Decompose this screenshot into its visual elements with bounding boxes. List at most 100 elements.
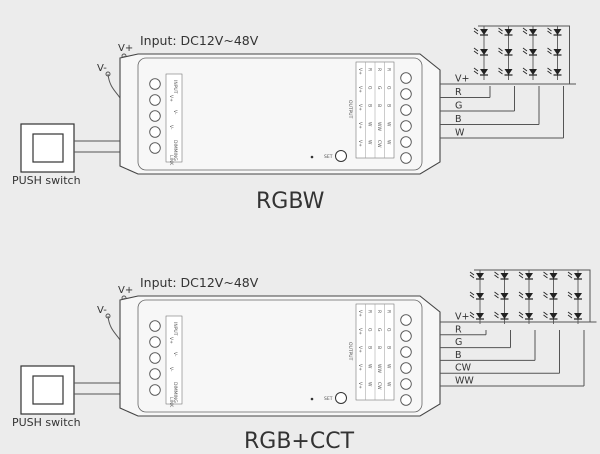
input-block-text: LINK (168, 155, 174, 166)
output-table-cell: V+ (357, 364, 363, 371)
output-table-cell: V+ (357, 68, 363, 75)
led-diode (529, 69, 537, 75)
output-terminal (400, 378, 412, 390)
led-diode (553, 49, 562, 55)
output-table-cell: B (367, 104, 373, 107)
input-voltage-label: Input: DC12V~48V (140, 33, 259, 48)
output-wire-label: G (455, 337, 462, 348)
output-table-cell: W (386, 364, 392, 369)
output-wire-label: B (455, 114, 462, 125)
output-table-cell: G (386, 86, 392, 90)
led-diode (529, 49, 537, 55)
led-diode (549, 293, 558, 299)
led-light-rays (473, 67, 479, 75)
input-voltage-label: Input: DC12V~48V (140, 275, 259, 290)
led-light-rays (547, 47, 552, 55)
output-terminal (400, 72, 412, 84)
led-light-rays (543, 291, 548, 299)
set-button-label: SET (324, 396, 333, 402)
led-light-rays (518, 271, 524, 279)
push-switch-frame (20, 365, 75, 415)
v-minus-terminal (105, 71, 111, 77)
output-wire-label: G (455, 101, 462, 112)
led-light-rays (547, 67, 552, 75)
output-table-cell: G (376, 328, 382, 332)
v-minus-terminal (105, 313, 111, 319)
input-terminal (149, 126, 161, 138)
led-light-rays (469, 271, 475, 279)
input-block-text: INPUT (172, 80, 178, 94)
v-plus-label: V+ (118, 43, 133, 54)
led-light-rays (473, 27, 479, 35)
input-block-text: V+ (168, 337, 174, 344)
led-diode (476, 293, 484, 299)
led-diode (525, 273, 533, 279)
output-table-cell: W (367, 122, 373, 127)
led-diode (476, 273, 484, 279)
led-light-rays (543, 271, 548, 279)
led-diode (504, 69, 513, 75)
led-light-rays (522, 67, 528, 75)
output-terminal (400, 152, 412, 164)
output-wire-label: WW (455, 376, 474, 387)
output-table-cell: WW (376, 122, 382, 131)
input-label-panel (165, 73, 183, 163)
output-table-cell: V+ (357, 346, 363, 353)
set-indicator-dot (310, 397, 314, 401)
led-light-rays (567, 311, 573, 319)
led-diode (480, 69, 488, 75)
led-light-rays (518, 311, 524, 319)
led-light-rays (494, 311, 499, 319)
input-terminal (149, 320, 161, 332)
output-table-cell: V+ (357, 140, 363, 147)
output-terminal (400, 120, 412, 132)
output-wire-label: V+ (455, 74, 469, 85)
output-wire-label: CW (455, 363, 472, 374)
led-light-rays (469, 291, 475, 299)
output-table-cell: V+ (357, 104, 363, 111)
input-block-text: V- (172, 352, 178, 357)
led-diode (504, 29, 513, 35)
output-table-cell: W (367, 364, 373, 369)
input-block-text: V- (168, 367, 174, 372)
led-light-rays (547, 27, 552, 35)
led-light-rays (473, 47, 479, 55)
output-table-cell: R (367, 310, 373, 313)
output-table-cell: CW (376, 140, 382, 148)
input-block-text: V+ (168, 95, 174, 102)
led-light-rays (469, 311, 475, 319)
led-diode (574, 273, 582, 279)
output-table-cell: B (386, 346, 392, 349)
output-wire-label: B (455, 350, 462, 361)
output-table-cell: WW (376, 364, 382, 373)
output-table-cell: B (367, 346, 373, 349)
led-diode (480, 49, 488, 55)
output-table-cell: W (367, 382, 373, 387)
output-table-cell: V+ (357, 328, 363, 335)
push-switch-label: PUSH switch (12, 416, 81, 429)
output-terminal (400, 330, 412, 342)
output-terminal (400, 346, 412, 358)
set-button (335, 150, 347, 162)
input-label-panel (165, 315, 183, 405)
controller-face (137, 57, 423, 171)
output-table-cell: R (386, 310, 392, 313)
output-table-cell: W (386, 122, 392, 127)
output-table-cell: R (376, 68, 382, 71)
output-table-cell: R (367, 68, 373, 71)
output-wire-label: R (455, 324, 462, 335)
output-table-cell: W (386, 140, 392, 145)
led-diode (549, 313, 558, 319)
led-diode (553, 69, 562, 75)
output-table-cell: R (386, 68, 392, 71)
v-minus-label: V- (97, 63, 107, 74)
output-wire-label: R (455, 87, 462, 98)
output-table-cell: B (386, 104, 392, 107)
led-light-rays (498, 47, 503, 55)
output-wire-label: W (455, 128, 465, 139)
led-diode (574, 313, 582, 319)
input-block-text: DIMMING (172, 382, 178, 403)
